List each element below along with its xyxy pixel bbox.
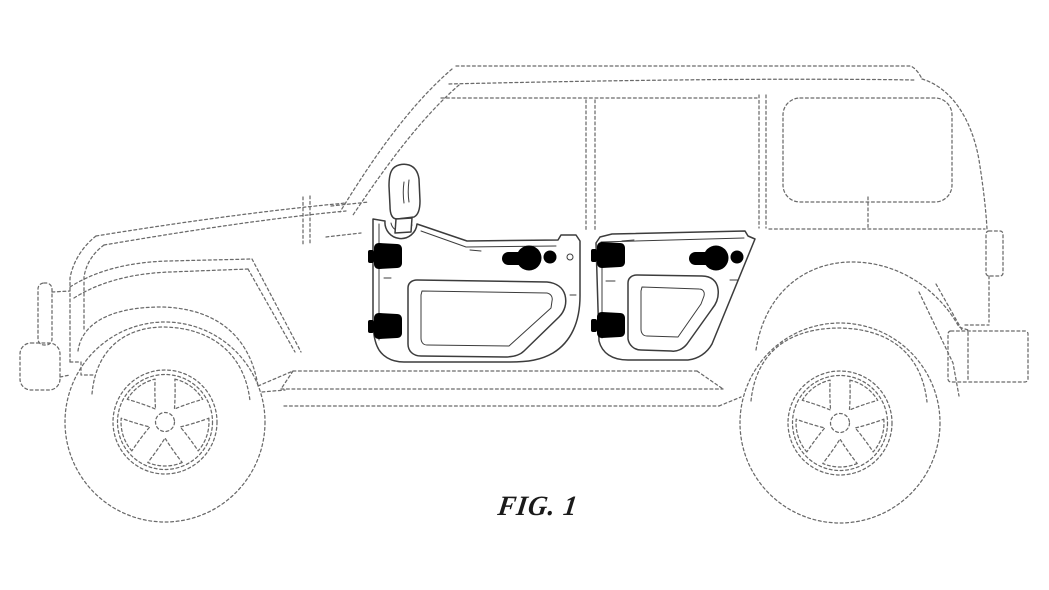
- grille-slot: [37, 282, 53, 346]
- fender-diagonal-1: [251, 258, 302, 353]
- tail-lamp: [985, 230, 1004, 277]
- front-door-tick-marks: [383, 249, 577, 296]
- rear-door-lower-hinge: [591, 312, 625, 338]
- mirror-housing: [388, 163, 421, 220]
- front-door-recess-inner: [420, 290, 553, 347]
- cowl-line-1: [330, 201, 370, 207]
- rear-door-recess-inner: [640, 286, 705, 338]
- side-mirror: [388, 163, 421, 234]
- wheel-spokes: [120, 378, 210, 467]
- marker-connector: [59, 374, 71, 378]
- front-wheel-arch: [91, 326, 251, 402]
- rear-door-sill-line: [600, 237, 745, 243]
- rocker-right-end: [696, 370, 724, 390]
- front-wheel: [64, 321, 266, 523]
- fender-line-2: [73, 268, 249, 299]
- rear-wheel-arch: [750, 327, 928, 403]
- wheel-spokes: [795, 379, 885, 468]
- quarter-window: [782, 97, 953, 203]
- flare-rocker-connector-2: [261, 389, 286, 393]
- front-fender-flare: [77, 306, 259, 387]
- front-fascia-step: [69, 361, 96, 376]
- a-pillar-inner: [352, 84, 460, 216]
- roof-top-line: [455, 65, 923, 80]
- front-fascia-inner: [83, 244, 105, 332]
- rear-fender-flare: [755, 261, 969, 381]
- front-fascia-outer: [69, 235, 97, 363]
- rear-bumper: [947, 330, 1029, 383]
- figure-caption: FIG. 1: [495, 491, 580, 522]
- rear-lower-diagonal-1: [918, 291, 960, 397]
- rear-lower-diagonal-2: [935, 283, 963, 331]
- rear-wheel: [739, 322, 941, 524]
- rear-door-recess-outer: [627, 274, 719, 352]
- roof-rear-edge: [921, 78, 988, 230]
- front-door-keyhole: [566, 253, 574, 261]
- flare-rocker-connector-1: [257, 370, 294, 387]
- rear-half-door: [591, 230, 756, 361]
- front-marker-lamp: [19, 342, 61, 391]
- grille-connector: [51, 290, 71, 293]
- front-door-recess-outer: [407, 279, 567, 358]
- hood-line-1: [95, 202, 347, 237]
- a-pillar-outer: [339, 68, 453, 213]
- hood-line-2: [103, 210, 347, 246]
- front-half-door: [368, 218, 581, 363]
- vehicle-body-dashed-outline: [19, 65, 1029, 407]
- rocker-left-end: [280, 370, 294, 390]
- front-door-outline: [372, 218, 581, 363]
- mirror-stem: [394, 217, 413, 234]
- cowl-line-2: [325, 232, 362, 238]
- mirror-crease-lines: [402, 179, 410, 204]
- fender-diagonal-2: [247, 268, 296, 353]
- fender-line-1: [69, 258, 253, 288]
- rocker-rear-taper: [718, 396, 742, 407]
- roof-side-line: [448, 78, 916, 85]
- rear-door-tick-marks: [605, 239, 739, 282]
